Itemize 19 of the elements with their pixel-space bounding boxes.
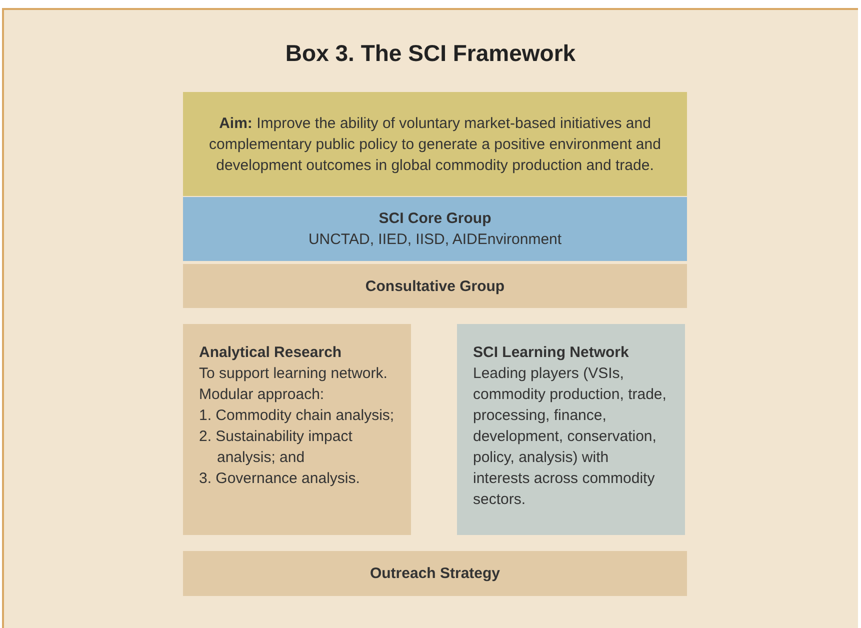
learning-network-panel (457, 324, 685, 535)
body-text: To support learning network. Modular approach: (199, 364, 388, 405)
outreach-strategy-panel (183, 551, 687, 596)
research-panel (183, 324, 411, 535)
heading: SCI Learning Network (473, 343, 630, 363)
list-item: 2. Sustainability impact analysis; and (199, 427, 354, 468)
panel-text: Consultative Group (365, 276, 505, 296)
heading: SCI Core Group (378, 209, 492, 229)
list-item: 1. Commodity chain analysis; (199, 406, 395, 426)
consultative-group-panel (183, 264, 687, 308)
body-text: UNCTAD, IIED, IISD, AIDEnvironment (308, 230, 562, 250)
aim-panel (183, 92, 687, 196)
panel-text: Outreach Strategy (370, 564, 500, 584)
body-text: Leading players (VSIs, commodity production, trade, processing, finance, development, conservation, policy, analysis) with interests across commodity sectors. (473, 364, 668, 510)
panel-text: Aim: Improve the ability of voluntary market-based initiatives and complementary public policy to generate a positive environment and development outcomes in global commodity production and trade. (208, 114, 662, 176)
core-group-panel (183, 197, 687, 261)
title: Box 3. The SCI Framework (284, 40, 577, 67)
list-item: 3. Governance analysis. (199, 469, 361, 489)
heading: Analytical Research (199, 343, 343, 363)
